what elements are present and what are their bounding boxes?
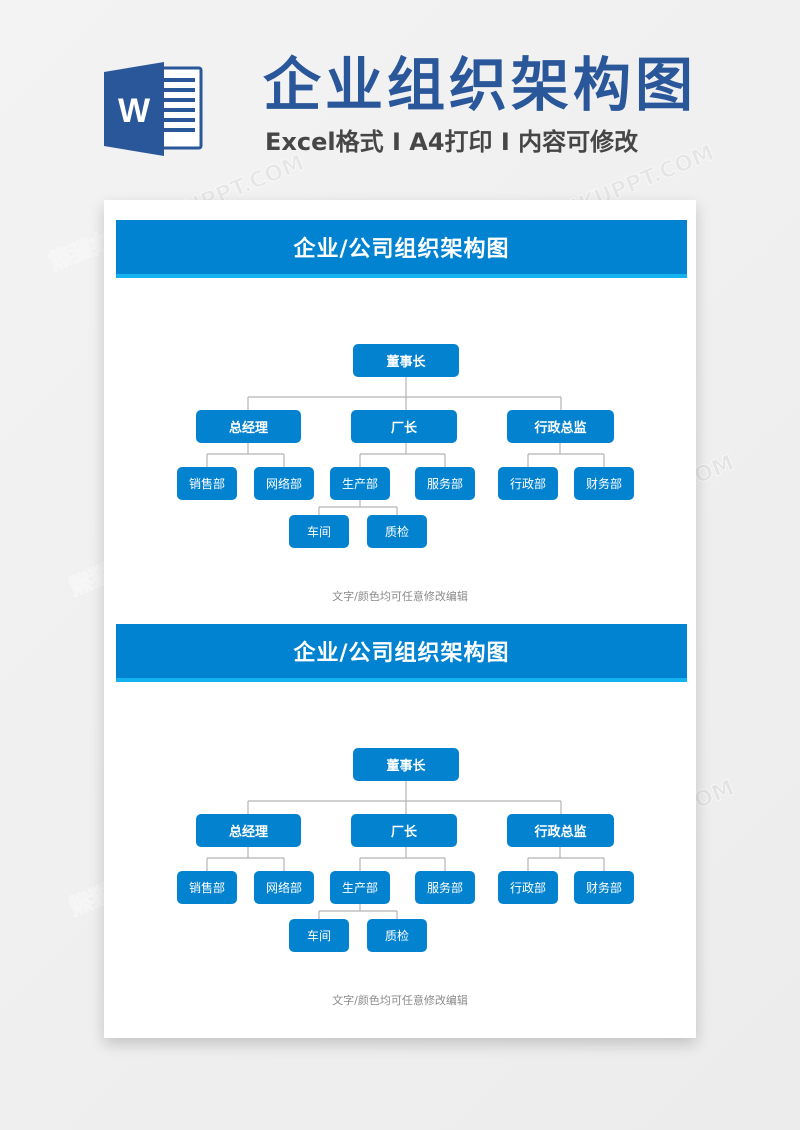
node-workshop: 车间 [289,919,349,952]
node-production-dept: 生产部 [330,871,390,904]
connector-lines [206,781,605,919]
section-header-2: 企业/公司组织架构图 [116,624,687,682]
node-network-dept: 网络部 [254,871,314,904]
document-card: 企业/公司组织架构图 [104,200,696,1038]
node-finance-dept: 财务部 [574,467,634,500]
node-admin-dept: 行政部 [498,467,558,500]
node-factory-director: 厂长 [351,410,457,443]
section-title: 企业/公司组织架构图 [293,237,510,262]
node-general-manager: 总经理 [196,814,301,847]
section-header-1: 企业/公司组织架构图 [116,220,687,278]
node-chairman: 董事长 [353,344,459,377]
node-production-dept: 生产部 [330,467,390,500]
node-quality-check: 质检 [367,919,427,952]
node-general-manager: 总经理 [196,410,301,443]
node-admin-director: 行政总监 [507,410,614,443]
node-factory-director: 厂长 [351,814,457,847]
connector-lines [206,377,605,515]
section-title: 企业/公司组织架构图 [293,641,510,666]
node-chairman: 董事长 [353,748,459,781]
word-letter: W [118,92,151,130]
edit-note: 文字/颜色均可任意修改编辑 [332,590,468,603]
node-quality-check: 质检 [367,515,427,548]
node-service-dept: 服务部 [415,467,475,500]
node-sales-dept: 销售部 [177,467,237,500]
edit-note: 文字/颜色均可任意修改编辑 [332,994,468,1007]
org-chart-1: 董事长 总经理 厂长 行政总监 销售部 网络部 生产部 服务部 行政部 财务部 … [104,344,696,604]
node-service-dept: 服务部 [415,871,475,904]
org-chart-2: 董事长 总经理 厂长 行政总监 销售部 网络部 生产部 服务部 行政部 财务部 … [104,748,696,1008]
page-subtitle: Excel格式 I A4打印 I 内容可修改 [265,128,639,156]
node-network-dept: 网络部 [254,467,314,500]
page-title: 企业组织架构图 [263,51,698,119]
node-admin-dept: 行政部 [498,871,558,904]
node-sales-dept: 销售部 [177,871,237,904]
node-admin-director: 行政总监 [507,814,614,847]
node-workshop: 车间 [289,515,349,548]
node-finance-dept: 财务部 [574,871,634,904]
word-document-icon: W [104,62,204,156]
